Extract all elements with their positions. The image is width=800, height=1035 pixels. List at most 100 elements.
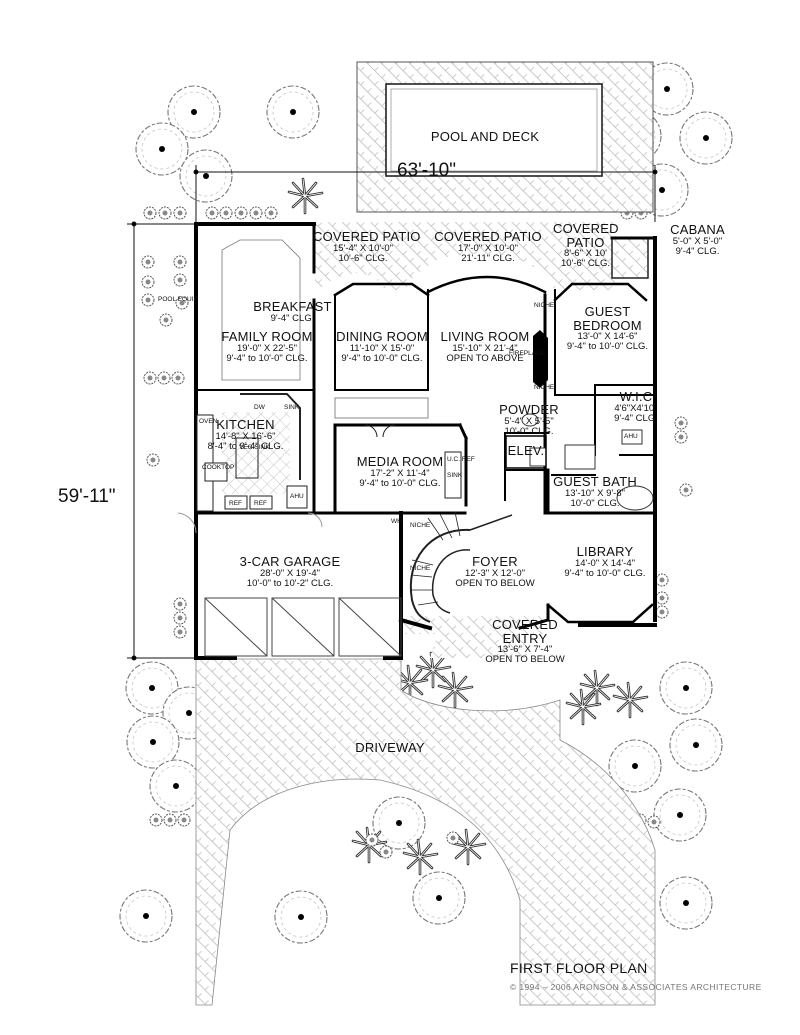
house-walls <box>194 222 657 660</box>
cabana-dims: 5'-0" X 5'-0" <box>672 235 723 247</box>
foyer-ceiling: OPEN TO BELOW <box>455 577 535 589</box>
cabana-label: CABANA 5'-0" X 5'-0" 9'-4" CLG. <box>660 223 735 257</box>
living-room-name: LIVING ROOM <box>440 329 530 344</box>
foyer-staircase <box>409 511 513 623</box>
covered-patio-2-label: COVERED PATIO 17'-0" X 10'-0" 21'-11" CL… <box>433 230 543 264</box>
pool-name: POOL AND DECK <box>430 129 540 144</box>
guest-bath-ceiling: 10'-0" CLG. <box>570 497 620 509</box>
width-dimension-line <box>193 165 658 222</box>
driveway-paving <box>195 658 656 1006</box>
garage-dims: 28'-0" X 19'-4" <box>259 567 320 579</box>
media-room-fixtures <box>334 397 462 499</box>
kitchen-dims: 14'-8" X 16'-6" <box>215 430 276 442</box>
garage-doors <box>177 512 402 657</box>
sink-label: SINK <box>284 404 300 411</box>
covered-patio-2-name: COVERED PATIO <box>434 229 542 244</box>
niche-label-1: NICHE <box>534 302 555 309</box>
garage-name: 3-CAR GARAGE <box>239 554 341 569</box>
covered-patio-2-dims: 17'-0" X 10'-0" <box>457 242 518 254</box>
driveway-name: DRIVEWAY <box>355 740 425 755</box>
elevator-label: ELEV. <box>506 444 546 458</box>
foyer-name: FOYER <box>472 554 518 569</box>
powder-ceiling: 10'-0" CLG. <box>504 425 554 437</box>
covered-entry-name-2: ENTRY <box>502 630 548 646</box>
powder-label: POWDER 5'-4" X 5'-5" 10'-0" CLG. <box>499 403 559 437</box>
pool-deck <box>356 61 654 213</box>
breakfast-label: BREAKFAST 9'-4" CLG. <box>250 300 335 324</box>
covered-entry-ceiling: OPEN TO BELOW <box>485 654 565 666</box>
dining-room-name: DINING ROOM <box>336 329 428 344</box>
library-label: LIBRARY 14'-0" X 14'-4" 9'-4" to 10'-0" … <box>555 545 655 579</box>
pool-label: POOL AND DECK <box>430 130 540 144</box>
covered-patio-1-label: COVERED PATIO 15'-4" X 10'-0" 10'-6" CLG… <box>313 229 421 264</box>
wic-ceiling: 9'-4" CLG. <box>614 412 658 424</box>
garage-ceiling: 10'-0" to 10'-2" CLG. <box>246 577 334 589</box>
family-room-name: FAMILY ROOM <box>221 329 313 344</box>
guest-bedroom-name: GUEST <box>584 304 631 319</box>
covered-patio-3-dims: 8'-6" X 10' <box>564 248 607 260</box>
family-room-label: FAMILY ROOM 19'-0" X 22'-5" 9'-4" to 10'… <box>212 330 322 364</box>
niche-label-3: NICHE <box>410 565 431 572</box>
cabana-ceiling: 9'-4" CLG. <box>675 245 720 257</box>
family-room-dims: 19'-0" X 22'-5" <box>236 342 297 354</box>
covered-patio-3-name: COVERED <box>553 221 619 236</box>
oven-label: OVEN <box>199 418 218 425</box>
powder-name: POWDER <box>499 402 559 417</box>
foyer-dims: 12'-3" X 12'-0" <box>464 567 525 579</box>
uc-ref-label: U.C. REF <box>447 456 475 463</box>
patio-paving <box>315 222 649 658</box>
garage-label: 3-CAR GARAGE 28'-0" X 19'-4" 10'-0" to 1… <box>235 555 345 589</box>
breakfast-name: BREAKFAST <box>253 299 332 314</box>
media-room-label: MEDIA ROOM 17'-2" X 11'-4" 9'-4" to 10'-… <box>345 455 455 489</box>
library-dims: 14'-0" X 14'-4" <box>574 557 635 569</box>
kitchen-label: KITCHEN 14'-8" X 16'-6" 8'-4" to 9'-4" C… <box>203 418 288 452</box>
media-room-dims: 17'-2" X 11'-4" <box>370 467 430 479</box>
living-room-label: LIVING ROOM 15'-10" X 21'-4" OPEN TO ABO… <box>430 330 540 364</box>
guest-bedroom-dims: 13'-0" X 14'-6" <box>577 331 638 343</box>
fireplace-label: FIREPLACE <box>509 350 546 357</box>
covered-patio-1-dims: 15'-4" X 10'-0" <box>332 242 393 254</box>
breakfast-ceiling: 9'-4" CLG. <box>270 312 315 324</box>
library-name: LIBRARY <box>576 544 634 559</box>
niche-label-4: NICHE <box>410 522 431 529</box>
depth-dimension: 59'-11" <box>58 486 116 507</box>
guest-bedroom-name-2: BEDROOM <box>573 317 642 333</box>
guest-bath-label: GUEST BATH 13'-10" X 9'-8" 10'-0" CLG. <box>550 475 640 509</box>
plan-title: FIRST FLOOR PLAN <box>510 960 648 976</box>
dining-room-ceiling: 9'-4" to 10'-0" CLG. <box>341 352 423 364</box>
ref-label-1: REF <box>229 500 242 507</box>
wic-label: W.I.C 4'6"X4'10" 9'-4" CLG. <box>612 390 660 424</box>
ahu-label-2: AHU <box>624 433 638 440</box>
powder-dims: 5'-4" X 5'-5" <box>504 415 554 427</box>
pool-equip-label: POOL EQUIP <box>158 296 198 303</box>
fireplace <box>533 330 548 388</box>
niche-label-2: NICHE <box>534 384 555 391</box>
width-dimension: 63'-10" <box>397 160 456 181</box>
covered-entry-dims: 13'-6" X 7'-4" <box>497 644 553 656</box>
copyright-notice: © 1994 – 2006 ARONSON & ASSOCIATES ARCHI… <box>510 982 762 992</box>
covered-patio-3-label: COVERED PATIO 8'-6" X 10' 10'-6" CLG. <box>553 221 619 269</box>
dining-room-dims: 11'-10" X 15'-0" <box>349 342 415 354</box>
family-room-ceiling: 9'-4" to 10'-0" CLG. <box>226 352 308 364</box>
dining-room-label: DINING ROOM 11'-10" X 15'-0" 9'-4" to 10… <box>332 330 432 364</box>
cabana-name: CABANA <box>670 222 725 237</box>
living-room-ceiling: OPEN TO ABOVE <box>446 352 524 364</box>
guest-bedroom-ceiling: 9'-4" to 10'-0" CLG. <box>566 341 649 353</box>
depth-dimension-line <box>127 221 196 661</box>
driveway-label: DRIVEWAY <box>345 741 435 755</box>
guest-bath-dims: 13'-10" X 9'-8" <box>564 487 625 499</box>
living-room-dims: 15'-10" X 21'-4" <box>452 342 518 354</box>
covered-entry-name: COVERED <box>492 617 558 632</box>
kitchen-name: KITCHEN <box>216 417 275 432</box>
bar-sink-label: SINK <box>447 472 463 479</box>
ref-label-2: REF <box>254 500 267 507</box>
covered-patio-1-name: COVERED PATIO <box>313 229 421 244</box>
wic-name: W.I.C <box>619 389 653 404</box>
ahu-label-1: AHU <box>290 493 304 500</box>
kitchen-ceiling: 8'-4" to 9'-4" CLG. <box>207 440 284 452</box>
covered-patio-2-ceiling: 21'-11" CLG. <box>461 252 515 264</box>
guest-bath-name: GUEST BATH <box>553 474 637 489</box>
dishwasher-label: DW <box>254 404 265 411</box>
media-room-name: MEDIA ROOM <box>356 454 444 469</box>
